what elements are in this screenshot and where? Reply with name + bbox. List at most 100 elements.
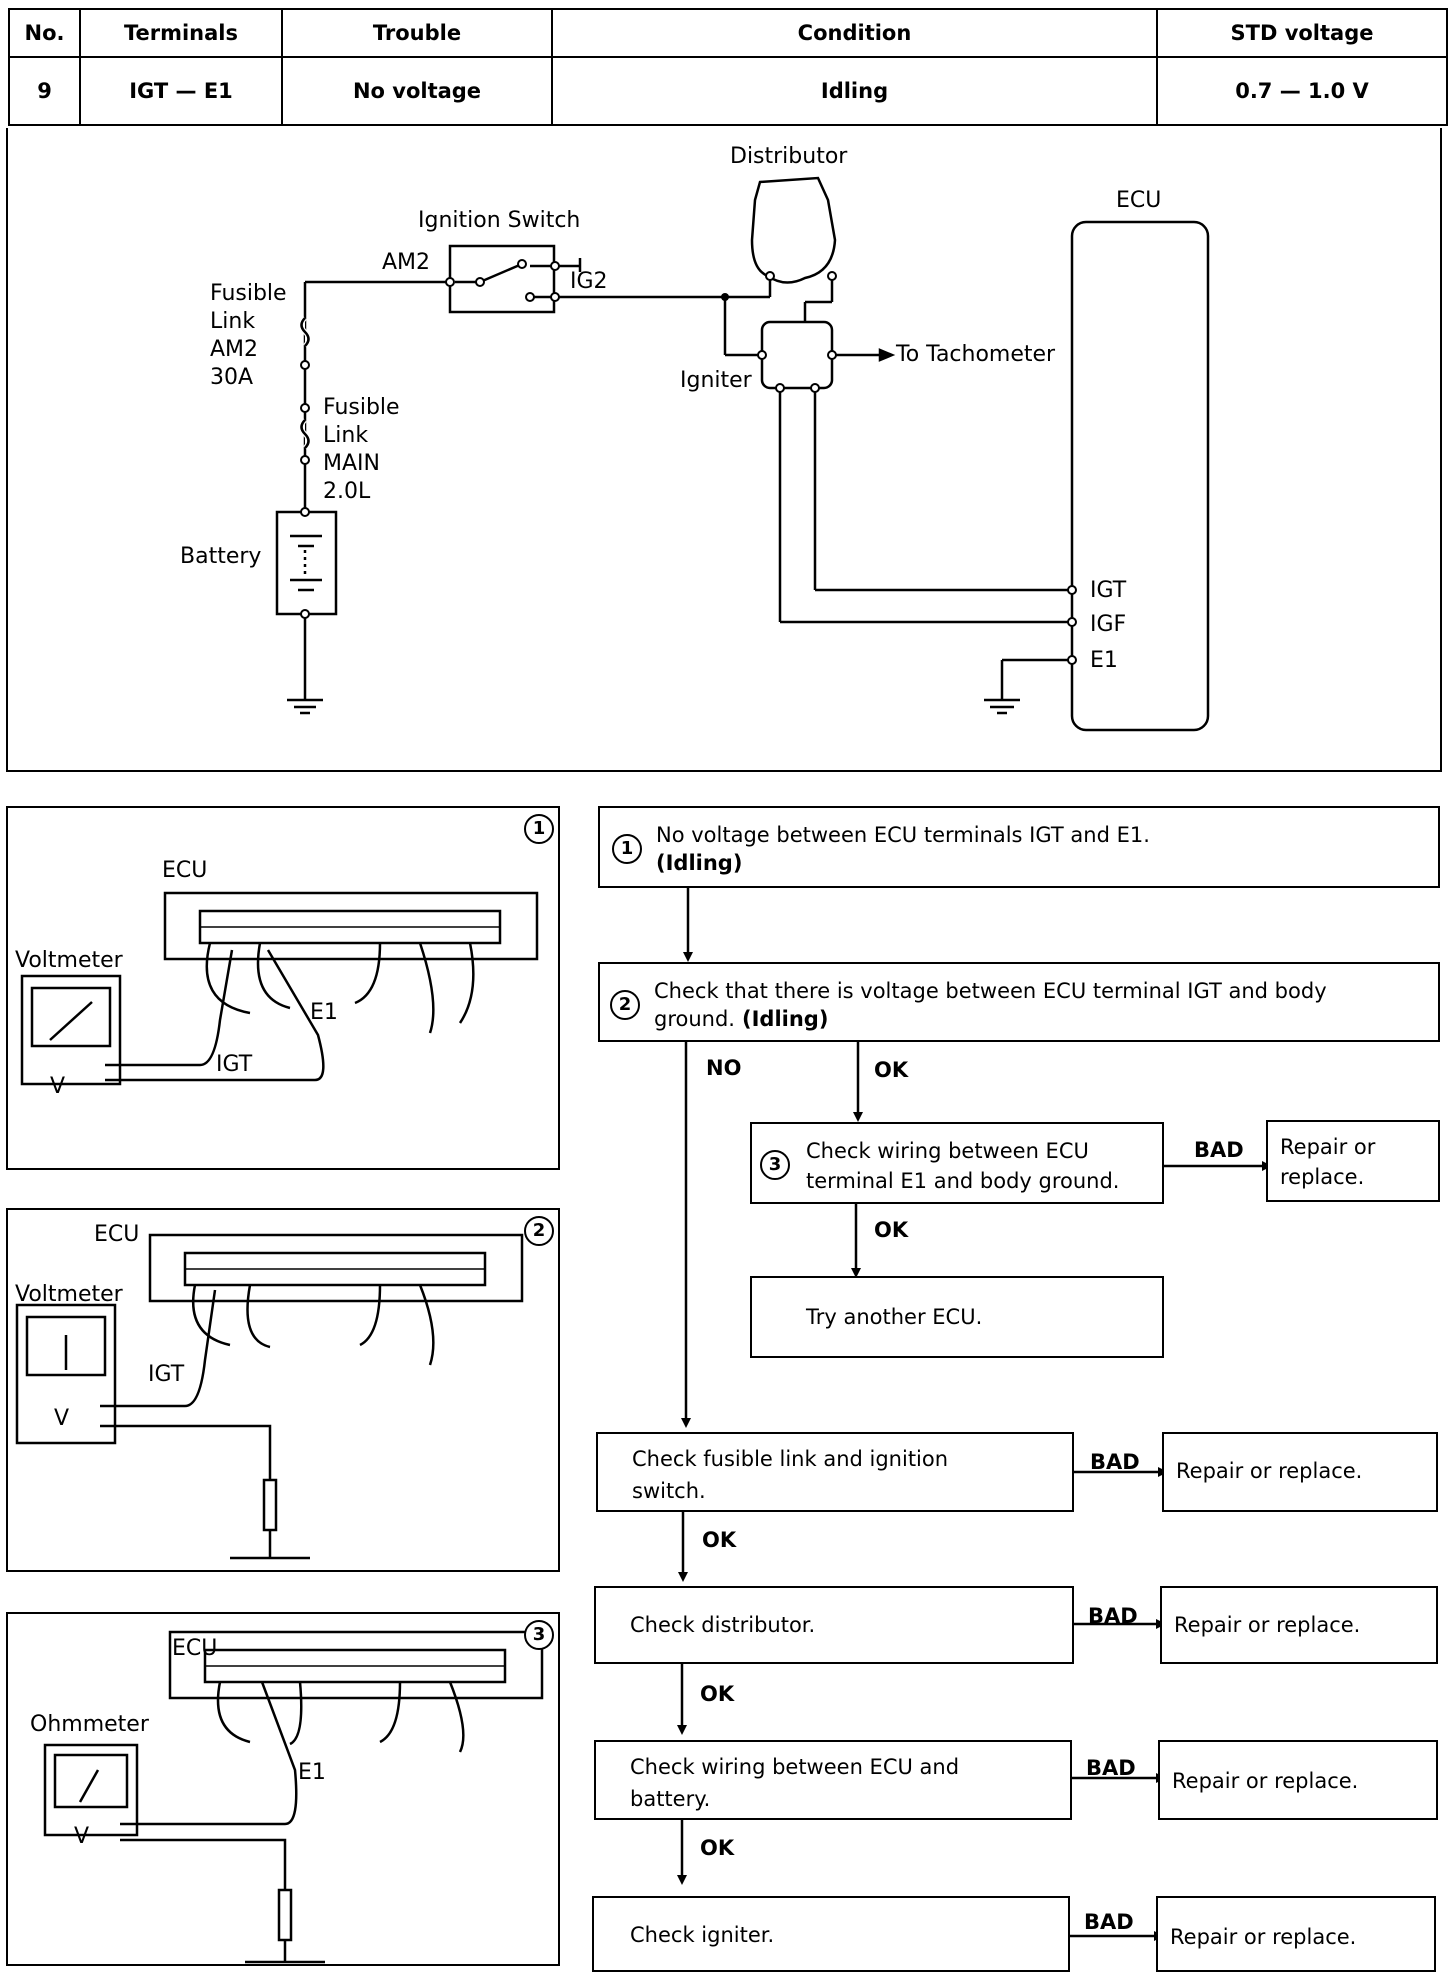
flow-step-3-number: 3 (760, 1150, 790, 1180)
label-to-tachometer: To Tachometer (896, 342, 1056, 367)
flow-bad-label-2: BAD (1090, 1450, 1140, 1474)
fusible-main-line: Fusible (323, 395, 400, 420)
label-fusible-link-am2: Fusible Link AM2 30A (210, 280, 287, 392)
panel-1-number: 1 (524, 814, 554, 844)
flow-repair-or: Repair or (1280, 1135, 1376, 1159)
header-terminals: Terminals (79, 8, 283, 58)
ecu-symbol (1070, 220, 1210, 732)
cell-condition: Idling (551, 56, 1158, 126)
label-am2: AM2 (382, 250, 431, 275)
fusible-am2-line: 30A (210, 365, 254, 390)
panel-1-probe-igt: IGT (216, 1052, 253, 1077)
panel-3-number: 3 (524, 1620, 554, 1650)
label-terminal-igf: IGF (1090, 612, 1127, 637)
flow-step-1-number: 1 (612, 834, 642, 864)
flow-check-distributor: Check distributor. (594, 1586, 1074, 1664)
flow-no-label: NO (706, 1056, 742, 1080)
flow-repair-box-4: Repair or replace. (1158, 1740, 1438, 1820)
panel-3 (6, 1612, 560, 1966)
label-ignition-switch: Ignition Switch (418, 208, 581, 233)
battery-symbol (275, 510, 338, 616)
flow-repair-box-1: Repair or replace. (1266, 1120, 1440, 1202)
flow-step-2: 2 Check that there is voltage between EC… (598, 962, 1440, 1042)
flow-ok-label-4: OK (700, 1682, 735, 1706)
panel-2-probe-igt: IGT (148, 1362, 185, 1387)
panel-1-meter-label: Voltmeter (15, 948, 123, 973)
flow-check-fusible-text: Check fusible link and ignition (632, 1447, 949, 1471)
flow-repair-text-4: Repair or replace. (1172, 1769, 1359, 1793)
table-row: 9 IGT — E1 No voltage Idling 0.7 — 1.0 V (8, 56, 1448, 126)
ignition-switch-symbol (448, 244, 556, 314)
label-distributor: Distributor (730, 144, 848, 169)
flow-repair-box-2: Repair or replace. (1162, 1432, 1438, 1512)
flow-step-2-condition: (Idling) (742, 1007, 829, 1031)
panel-2 (6, 1208, 560, 1572)
circuit-diagram (275, 176, 1210, 732)
cell-no: 9 (8, 56, 81, 126)
flow-step-3-text: Check wiring between ECU (806, 1139, 1089, 1163)
header-std-voltage: STD voltage (1156, 8, 1448, 58)
panel-3-v-label: V (74, 1824, 90, 1849)
fusible-am2-line: AM2 (210, 337, 259, 362)
fusible-am2-line: Fusible (210, 281, 287, 306)
panel-2-meter-label: Voltmeter (15, 1282, 123, 1307)
label-ig2: IG2 (570, 269, 608, 294)
flow-replace: replace. (1280, 1165, 1365, 1189)
flow-bad-label-1: BAD (1194, 1138, 1244, 1162)
flow-step-2-text: Check that there is voltage between ECU … (654, 979, 1327, 1003)
panel-1-ecu-label: ECU (162, 858, 208, 883)
flow-repair-box-3: Repair or replace. (1160, 1586, 1438, 1664)
flow-step-3: 3 Check wiring between ECU terminal E1 a… (750, 1122, 1164, 1204)
header-trouble: Trouble (281, 8, 553, 58)
panel-illustrations (15, 891, 544, 1964)
ohmmeter-3 (43, 1743, 139, 1837)
flow-check-wiring: Check wiring between ECU and battery. (594, 1740, 1072, 1820)
flow-step-3-text2: terminal E1 and body ground. (806, 1169, 1120, 1193)
panel-1-v-label: V (50, 1074, 66, 1099)
flow-bad-label-3: BAD (1088, 1604, 1138, 1628)
distributor-symbol (750, 176, 837, 284)
label-igniter: Igniter (680, 368, 752, 393)
panel-1 (6, 806, 560, 1170)
label-fusible-link-main: Fusible Link MAIN 2.0L (323, 394, 400, 506)
panel-3-probe-e1: E1 (298, 1760, 326, 1785)
flow-repair-text-3: Repair or replace. (1174, 1613, 1361, 1637)
flow-try-ecu: Try another ECU. (750, 1276, 1164, 1358)
panel-2-number: 2 (524, 1216, 554, 1246)
flow-check-distributor-text: Check distributor. (630, 1613, 816, 1637)
flow-check-fusible-text2: switch. (632, 1479, 706, 1503)
header-condition: Condition (551, 8, 1158, 58)
circuit-frame (6, 128, 1442, 772)
fusible-main-line: MAIN (323, 451, 380, 476)
flow-check-fusible: Check fusible link and ignition switch. (596, 1432, 1074, 1512)
flow-check-igniter-text: Check igniter. (630, 1923, 775, 1947)
label-terminal-igt: IGT (1090, 578, 1127, 603)
flow-check-igniter: Check igniter. (592, 1896, 1070, 1972)
ecu-connector-1 (163, 891, 539, 961)
panel-1-probe-e1: E1 (310, 1000, 338, 1025)
flow-repair-text-2: Repair or replace. (1176, 1459, 1363, 1483)
voltmeter-1 (20, 974, 122, 1086)
panel-3-meter-label: Ohmmeter (30, 1712, 149, 1737)
cell-trouble: No voltage (281, 56, 553, 126)
label-battery: Battery (180, 544, 262, 569)
flow-check-wiring-text2: battery. (630, 1787, 711, 1811)
ecu-connector-2 (148, 1233, 524, 1303)
flow-step-1: 1 No voltage between ECU terminals IGT a… (598, 806, 1440, 888)
flow-step-1-condition: (Idling) (656, 851, 743, 875)
flow-ok-label-2: OK (874, 1218, 909, 1242)
flow-ok-label-5: OK (700, 1836, 735, 1860)
panel-2-v-label: V (54, 1406, 70, 1431)
panel-3-ecu-label: ECU (172, 1636, 218, 1661)
fusible-main-line: Link (323, 423, 369, 448)
flow-ok-label-1: OK (874, 1058, 909, 1082)
flow-try-ecu-text: Try another ECU. (806, 1305, 983, 1329)
fusible-main-line: 2.0L (323, 479, 371, 504)
flow-step-2-number: 2 (610, 990, 640, 1020)
ecu-connector-3 (168, 1630, 544, 1700)
cell-std-voltage: 0.7 — 1.0 V (1156, 56, 1448, 126)
fuse-am2-symbol (300, 317, 310, 347)
table-header-row: No. Terminals Trouble Condition STD volt… (8, 8, 1448, 58)
fuse-main-symbol (300, 419, 310, 449)
flow-bad-label-4: BAD (1086, 1756, 1136, 1780)
